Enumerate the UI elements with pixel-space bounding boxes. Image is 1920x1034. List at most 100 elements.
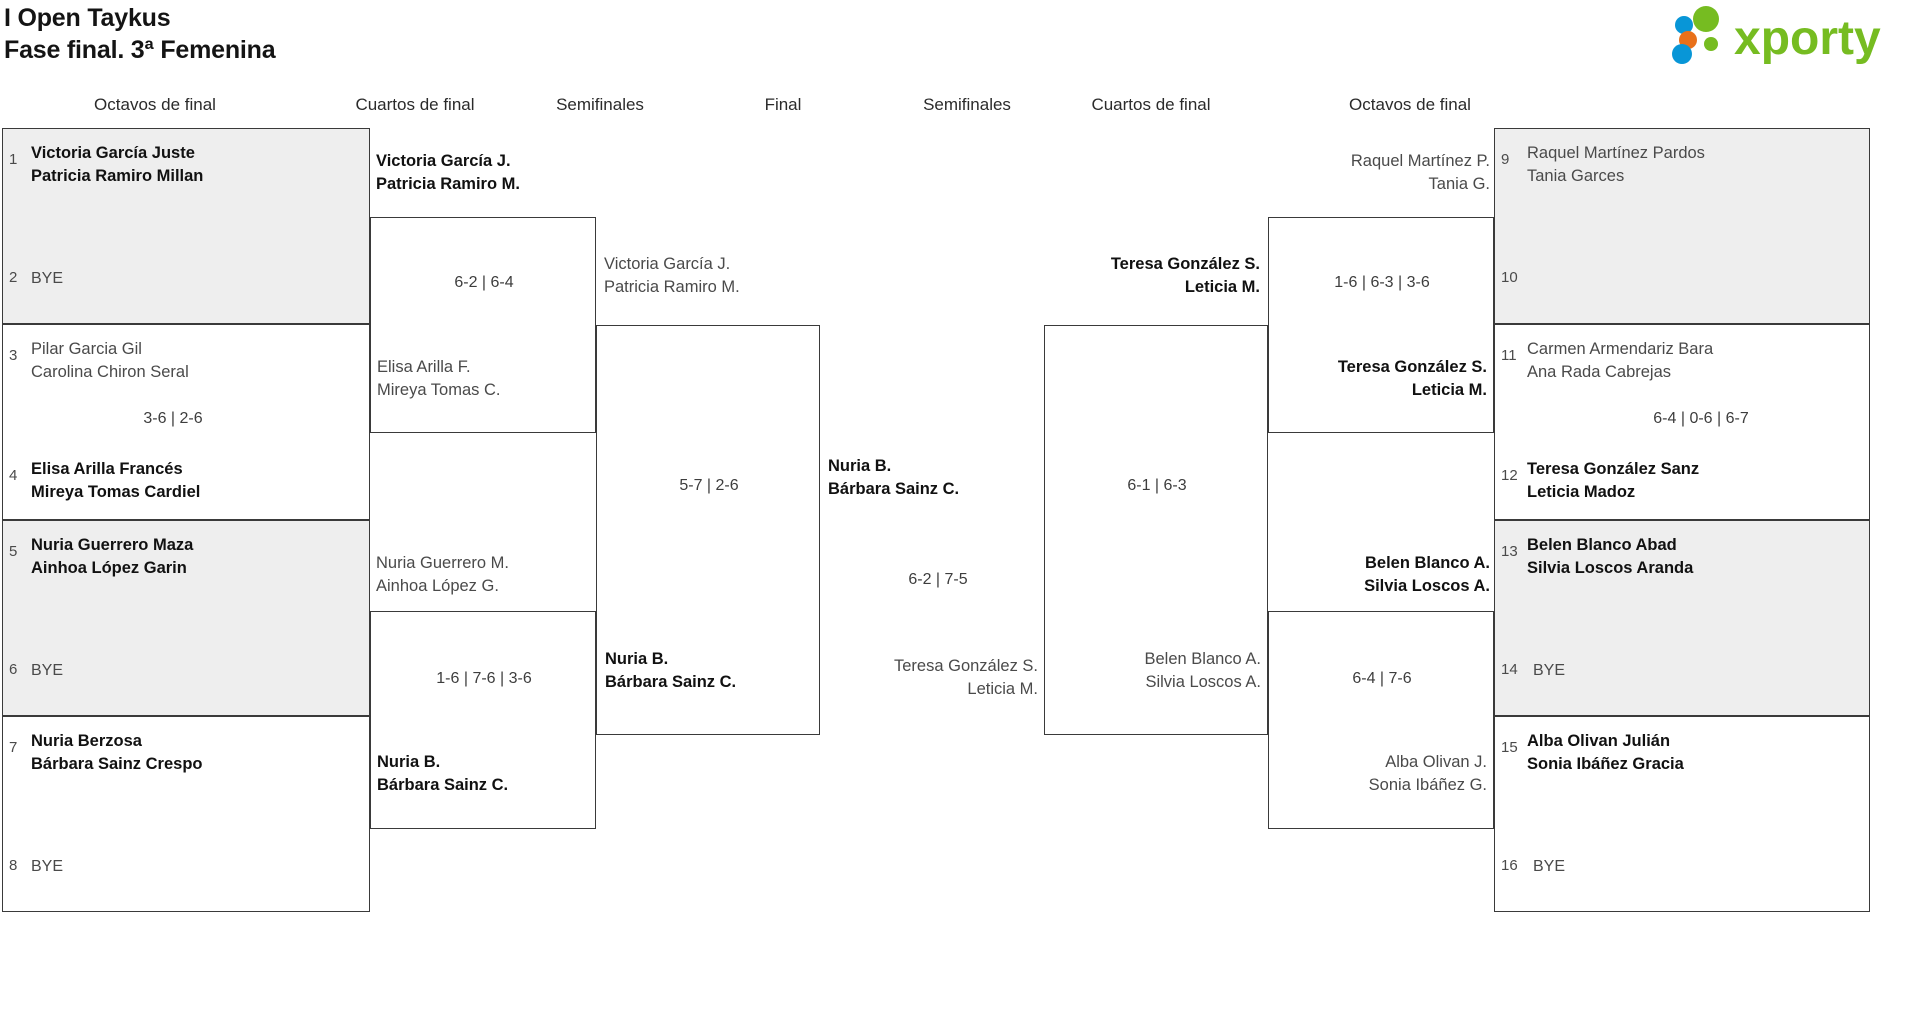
team-name: Carmen Armendariz Bara Ana Rada Cabrejas <box>1527 338 1713 384</box>
seed-number: 7 <box>9 739 18 756</box>
sf-left-2-team: Nuria B. Bárbara Sainz C. <box>605 648 736 694</box>
team-name: Nuria Berzosa Bárbara Sainz Crespo <box>31 730 202 776</box>
round-header-octavos-left: Octavos de final <box>94 95 216 114</box>
player-1: Nuria Guerrero M. <box>376 554 509 572</box>
seed-number: 6 <box>9 661 18 678</box>
team-name: Alba Olivan Julián Sonia Ibáñez Gracia <box>1527 730 1684 776</box>
player-2: Leticia M. <box>967 680 1038 698</box>
player-2: Leticia M. <box>1411 381 1487 399</box>
seed-number: 16 <box>1501 857 1518 874</box>
player-1: Pilar Garcia Gil <box>31 340 142 358</box>
sf-match-right[interactable]: 6-1 | 6-3 Belen Blanco A. Silvia Loscos … <box>1044 325 1268 735</box>
r16-match-5[interactable]: 9 Raquel Martínez Pardos Tania Garces 10 <box>1494 128 1870 324</box>
match-score: 6-4 | 0-6 | 6-7 <box>1653 410 1749 427</box>
player-1: Victoria García Juste <box>31 144 195 162</box>
r16-match-6[interactable]: 11 Carmen Armendariz Bara Ana Rada Cabre… <box>1494 324 1870 520</box>
match-score: 6-2 | 6-4 <box>454 274 514 291</box>
player-1: Nuria B. <box>605 650 669 668</box>
match-score: 6-1 | 6-3 <box>1127 477 1187 494</box>
player-2: Ana Rada Cabrejas <box>1527 363 1672 381</box>
sf-right-2-team: Belen Blanco A. Silvia Loscos A. <box>1045 648 1262 694</box>
r16-match-4[interactable]: 7 Nuria Berzosa Bárbara Sainz Crespo 8 B… <box>2 716 370 912</box>
player-2: Patricia Ramiro Millan <box>31 167 204 185</box>
player-1: Teresa González Sanz <box>1527 460 1700 478</box>
bye-label: BYE <box>31 858 64 875</box>
final-score: 6-2 | 7-5 <box>908 571 968 588</box>
qf-match-left-1[interactable]: 6-2 | 6-4 Elisa Arilla F. Mireya Tomas C… <box>370 217 596 433</box>
team-name: Belen Blanco Abad Silvia Loscos Aranda <box>1527 534 1693 580</box>
bye-label: BYE <box>31 662 64 679</box>
player-1: Nuria Berzosa <box>31 732 142 750</box>
player-1: Teresa González S. <box>1110 255 1260 273</box>
r16-match-8[interactable]: 15 Alba Olivan Julián Sonia Ibáñez Graci… <box>1494 716 1870 912</box>
player-2: Patricia Ramiro M. <box>376 175 520 193</box>
seed-number: 14 <box>1501 661 1518 678</box>
round-header-cuartos-left: Cuartos de final <box>355 95 475 114</box>
team-name: Nuria Guerrero Maza Ainhoa López Garin <box>31 534 193 580</box>
r16-match-3[interactable]: 5 Nuria Guerrero Maza Ainhoa López Garin… <box>2 520 370 716</box>
seed-number: 4 <box>9 467 18 484</box>
player-2: Carolina Chiron Seral <box>31 363 189 381</box>
match-score: 3-6 | 2-6 <box>143 410 203 427</box>
page-title: I Open Taykus Fase final. 3ª Femenina <box>4 2 276 66</box>
team-name: Elisa Arilla Francés Mireya Tomas Cardie… <box>31 458 200 504</box>
seed-number: 9 <box>1501 151 1510 168</box>
round-header-final: Final <box>764 95 802 114</box>
sf-match-left[interactable]: 5-7 | 2-6 Nuria B. Bárbara Sainz C. <box>596 325 820 735</box>
player-1: Nuria Guerrero Maza <box>31 536 194 554</box>
qf-match-right-1[interactable]: 1-6 | 6-3 | 3-6 Teresa González S. Letic… <box>1268 217 1494 433</box>
player-1: Teresa González S. <box>1337 358 1487 376</box>
round-header-octavos-right: Octavos de final <box>1349 95 1471 114</box>
player-1: Victoria García J. <box>604 255 731 273</box>
r16-match-2[interactable]: 3 Pilar Garcia Gil Carolina Chiron Seral… <box>2 324 370 520</box>
player-1: Nuria B. <box>828 457 892 475</box>
qf-left-1-team: Victoria García J. Patricia Ramiro M. <box>376 150 520 196</box>
r16-match-7[interactable]: 13 Belen Blanco Abad Silvia Loscos Arand… <box>1494 520 1870 716</box>
player-1: Raquel Martínez Pardos <box>1527 144 1705 162</box>
bye-label: BYE <box>1533 858 1566 875</box>
player-2: Ainhoa López Garin <box>31 559 187 577</box>
player-2: Sonia Ibáñez G. <box>1368 776 1487 794</box>
xporty-logo-icon: xporty <box>1672 6 1881 65</box>
player-2: Mireya Tomas C. <box>377 381 501 399</box>
qf-left-3-team: Nuria Guerrero M. Ainhoa López G. <box>376 552 509 598</box>
player-2: Silvia Loscos A. <box>1364 577 1490 595</box>
tournament-name: I Open Taykus <box>4 4 171 32</box>
qf-left-4-team: Nuria B. Bárbara Sainz C. <box>377 751 508 797</box>
match-score: 6-4 | 7-6 <box>1352 670 1412 687</box>
player-2: Bárbara Sainz C. <box>828 480 960 498</box>
player-1: Alba Olivan Julián <box>1527 732 1671 750</box>
final-winner-team: Nuria B. Bárbara Sainz C. <box>828 455 959 501</box>
seed-number: 8 <box>9 857 18 874</box>
final-runnerup-team: Teresa González S. Leticia M. <box>828 655 1038 701</box>
seed-number: 5 <box>9 543 18 560</box>
player-2: Bárbara Sainz Crespo <box>31 755 203 773</box>
sf-right-1-team: Teresa González S. Leticia M. <box>860 253 1260 299</box>
team-name: Raquel Martínez Pardos Tania Garces <box>1527 142 1705 188</box>
seed-number: 1 <box>9 151 18 168</box>
seed-number: 11 <box>1501 347 1517 364</box>
player-2: Ainhoa López G. <box>376 577 499 595</box>
player-2: Patricia Ramiro M. <box>604 278 740 296</box>
match-score: 5-7 | 2-6 <box>679 477 739 494</box>
seed-number: 12 <box>1501 467 1518 484</box>
player-2: Bárbara Sainz C. <box>377 776 509 794</box>
player-2: Bárbara Sainz C. <box>605 673 737 691</box>
team-name: Pilar Garcia Gil Carolina Chiron Seral <box>31 338 189 384</box>
svg-text:xporty: xporty <box>1734 12 1881 65</box>
player-2: Tania Garces <box>1527 167 1625 185</box>
player-1: Elisa Arilla F. <box>377 358 471 376</box>
round-header-semis-left: Semifinales <box>556 95 644 114</box>
player-2: Leticia M. <box>1184 278 1260 296</box>
player-2: Tania G. <box>1428 175 1490 193</box>
seed-number: 10 <box>1501 269 1518 286</box>
qf-match-left-2[interactable]: 1-6 | 7-6 | 3-6 Nuria B. Bárbara Sainz C… <box>370 611 596 829</box>
r16-match-1[interactable]: 1 Victoria García Juste Patricia Ramiro … <box>2 128 370 324</box>
qf-match-right-2[interactable]: 6-4 | 7-6 Alba Olivan J. Sonia Ibáñez G. <box>1268 611 1494 829</box>
player-1: Carmen Armendariz Bara <box>1527 340 1714 358</box>
player-2: Silvia Loscos A. <box>1145 673 1261 691</box>
round-header-semis-right: Semifinales <box>923 95 1011 114</box>
tournament-phase: Fase final. 3ª Femenina <box>4 36 276 64</box>
qf-right-2-team: Teresa González S. Leticia M. <box>1269 356 1487 402</box>
